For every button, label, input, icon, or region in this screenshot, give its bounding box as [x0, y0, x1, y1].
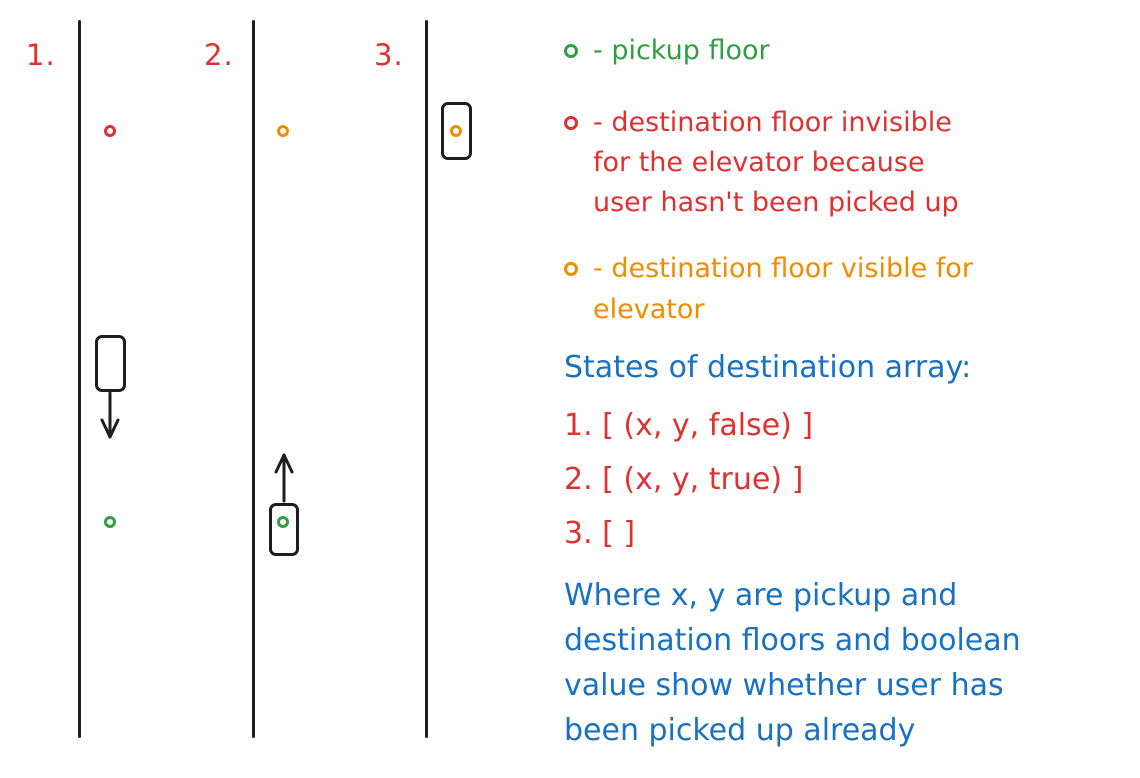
states-heading: States of destination array:	[564, 350, 972, 385]
pickup-floor-marker	[277, 516, 289, 528]
pickup-floor-marker	[104, 516, 116, 528]
elevator-cab	[441, 102, 472, 160]
note-line-4: been picked up already	[564, 713, 916, 748]
legend-green-dot	[564, 44, 578, 58]
note-line-2: destination floors and boolean	[564, 623, 1021, 658]
step-label-1: 1.	[26, 38, 56, 72]
legend-pickup-text: - pickup floor	[593, 35, 770, 66]
shaft-3	[425, 20, 428, 738]
elevator-cab	[269, 503, 299, 556]
destination-floor-invisible-marker	[104, 125, 116, 137]
legend-visible-text-line-1: - destination floor visible for	[593, 253, 973, 284]
arrow-up-icon	[274, 453, 294, 503]
note-line-3: value show whether user has	[564, 668, 1004, 703]
destination-floor-visible-marker	[450, 125, 462, 137]
elevator-cab	[95, 335, 126, 392]
shaft-1	[78, 20, 81, 738]
legend-visible-text-line-2: elevator	[593, 294, 705, 325]
legend-orange-dot	[564, 262, 578, 276]
note-line-1: Where x, y are pickup and	[564, 578, 958, 613]
legend-invisible-text-line-1: - destination floor invisible	[593, 107, 952, 138]
step-label-2: 2.	[204, 38, 234, 72]
state-item-2: 2. [ (x, y, true) ]	[564, 462, 804, 497]
legend-invisible-text-line-3: user hasn't been picked up	[593, 187, 959, 218]
step-label-3: 3.	[374, 38, 404, 72]
legend-invisible-text-line-2: for the elevator because	[593, 147, 925, 178]
legend-red-dot	[564, 116, 578, 130]
shaft-2	[252, 20, 255, 738]
arrow-down-icon	[100, 391, 120, 439]
destination-floor-visible-marker	[277, 125, 289, 137]
state-item-3: 3. [ ]	[564, 516, 636, 551]
state-item-1: 1. [ (x, y, false) ]	[564, 408, 814, 443]
